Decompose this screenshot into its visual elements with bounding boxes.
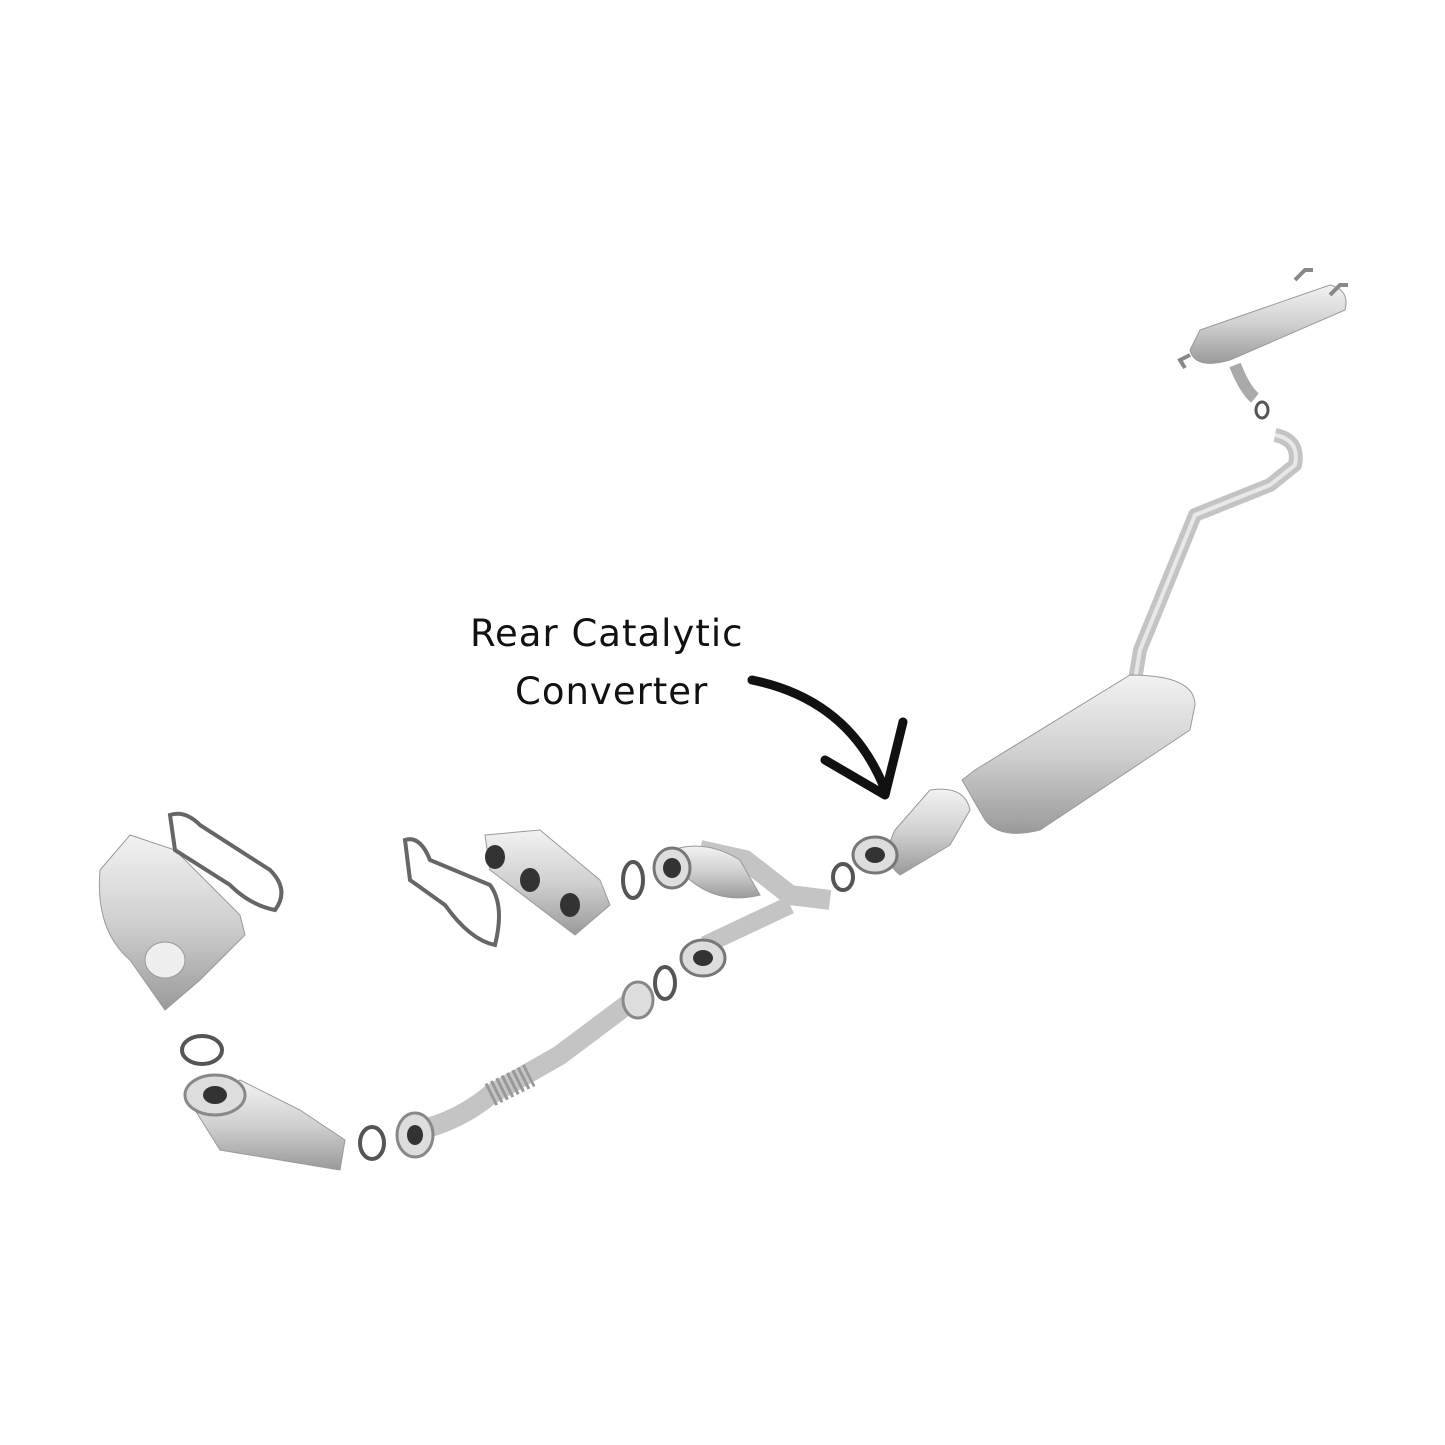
exhaust-manifold-right (484, 829, 611, 936)
center-muffler (961, 674, 1196, 834)
y-pipe-catalytic-converter (652, 840, 832, 978)
gasket-left (180, 1034, 224, 1066)
gasket-rear (1254, 400, 1270, 420)
manifold-gasket-left (167, 811, 284, 913)
callout-label-line2: Converter (515, 670, 709, 713)
front-catalytic-converter (183, 1073, 346, 1171)
rear-muffler (1177, 268, 1348, 403)
gasket-rear-cat (831, 862, 855, 892)
manifold-gasket-right (402, 837, 501, 948)
front-pipe-flex (395, 980, 655, 1159)
gasket-front (358, 1125, 386, 1161)
exhaust-manifold-left (98, 834, 246, 1011)
gaskets-mid (621, 860, 677, 1001)
callout-label-line1: Rear Catalytic (470, 612, 744, 655)
rear-catalytic-converter (851, 788, 971, 876)
intermediate-pipe (1128, 428, 1303, 682)
callout-arrow (747, 675, 908, 800)
